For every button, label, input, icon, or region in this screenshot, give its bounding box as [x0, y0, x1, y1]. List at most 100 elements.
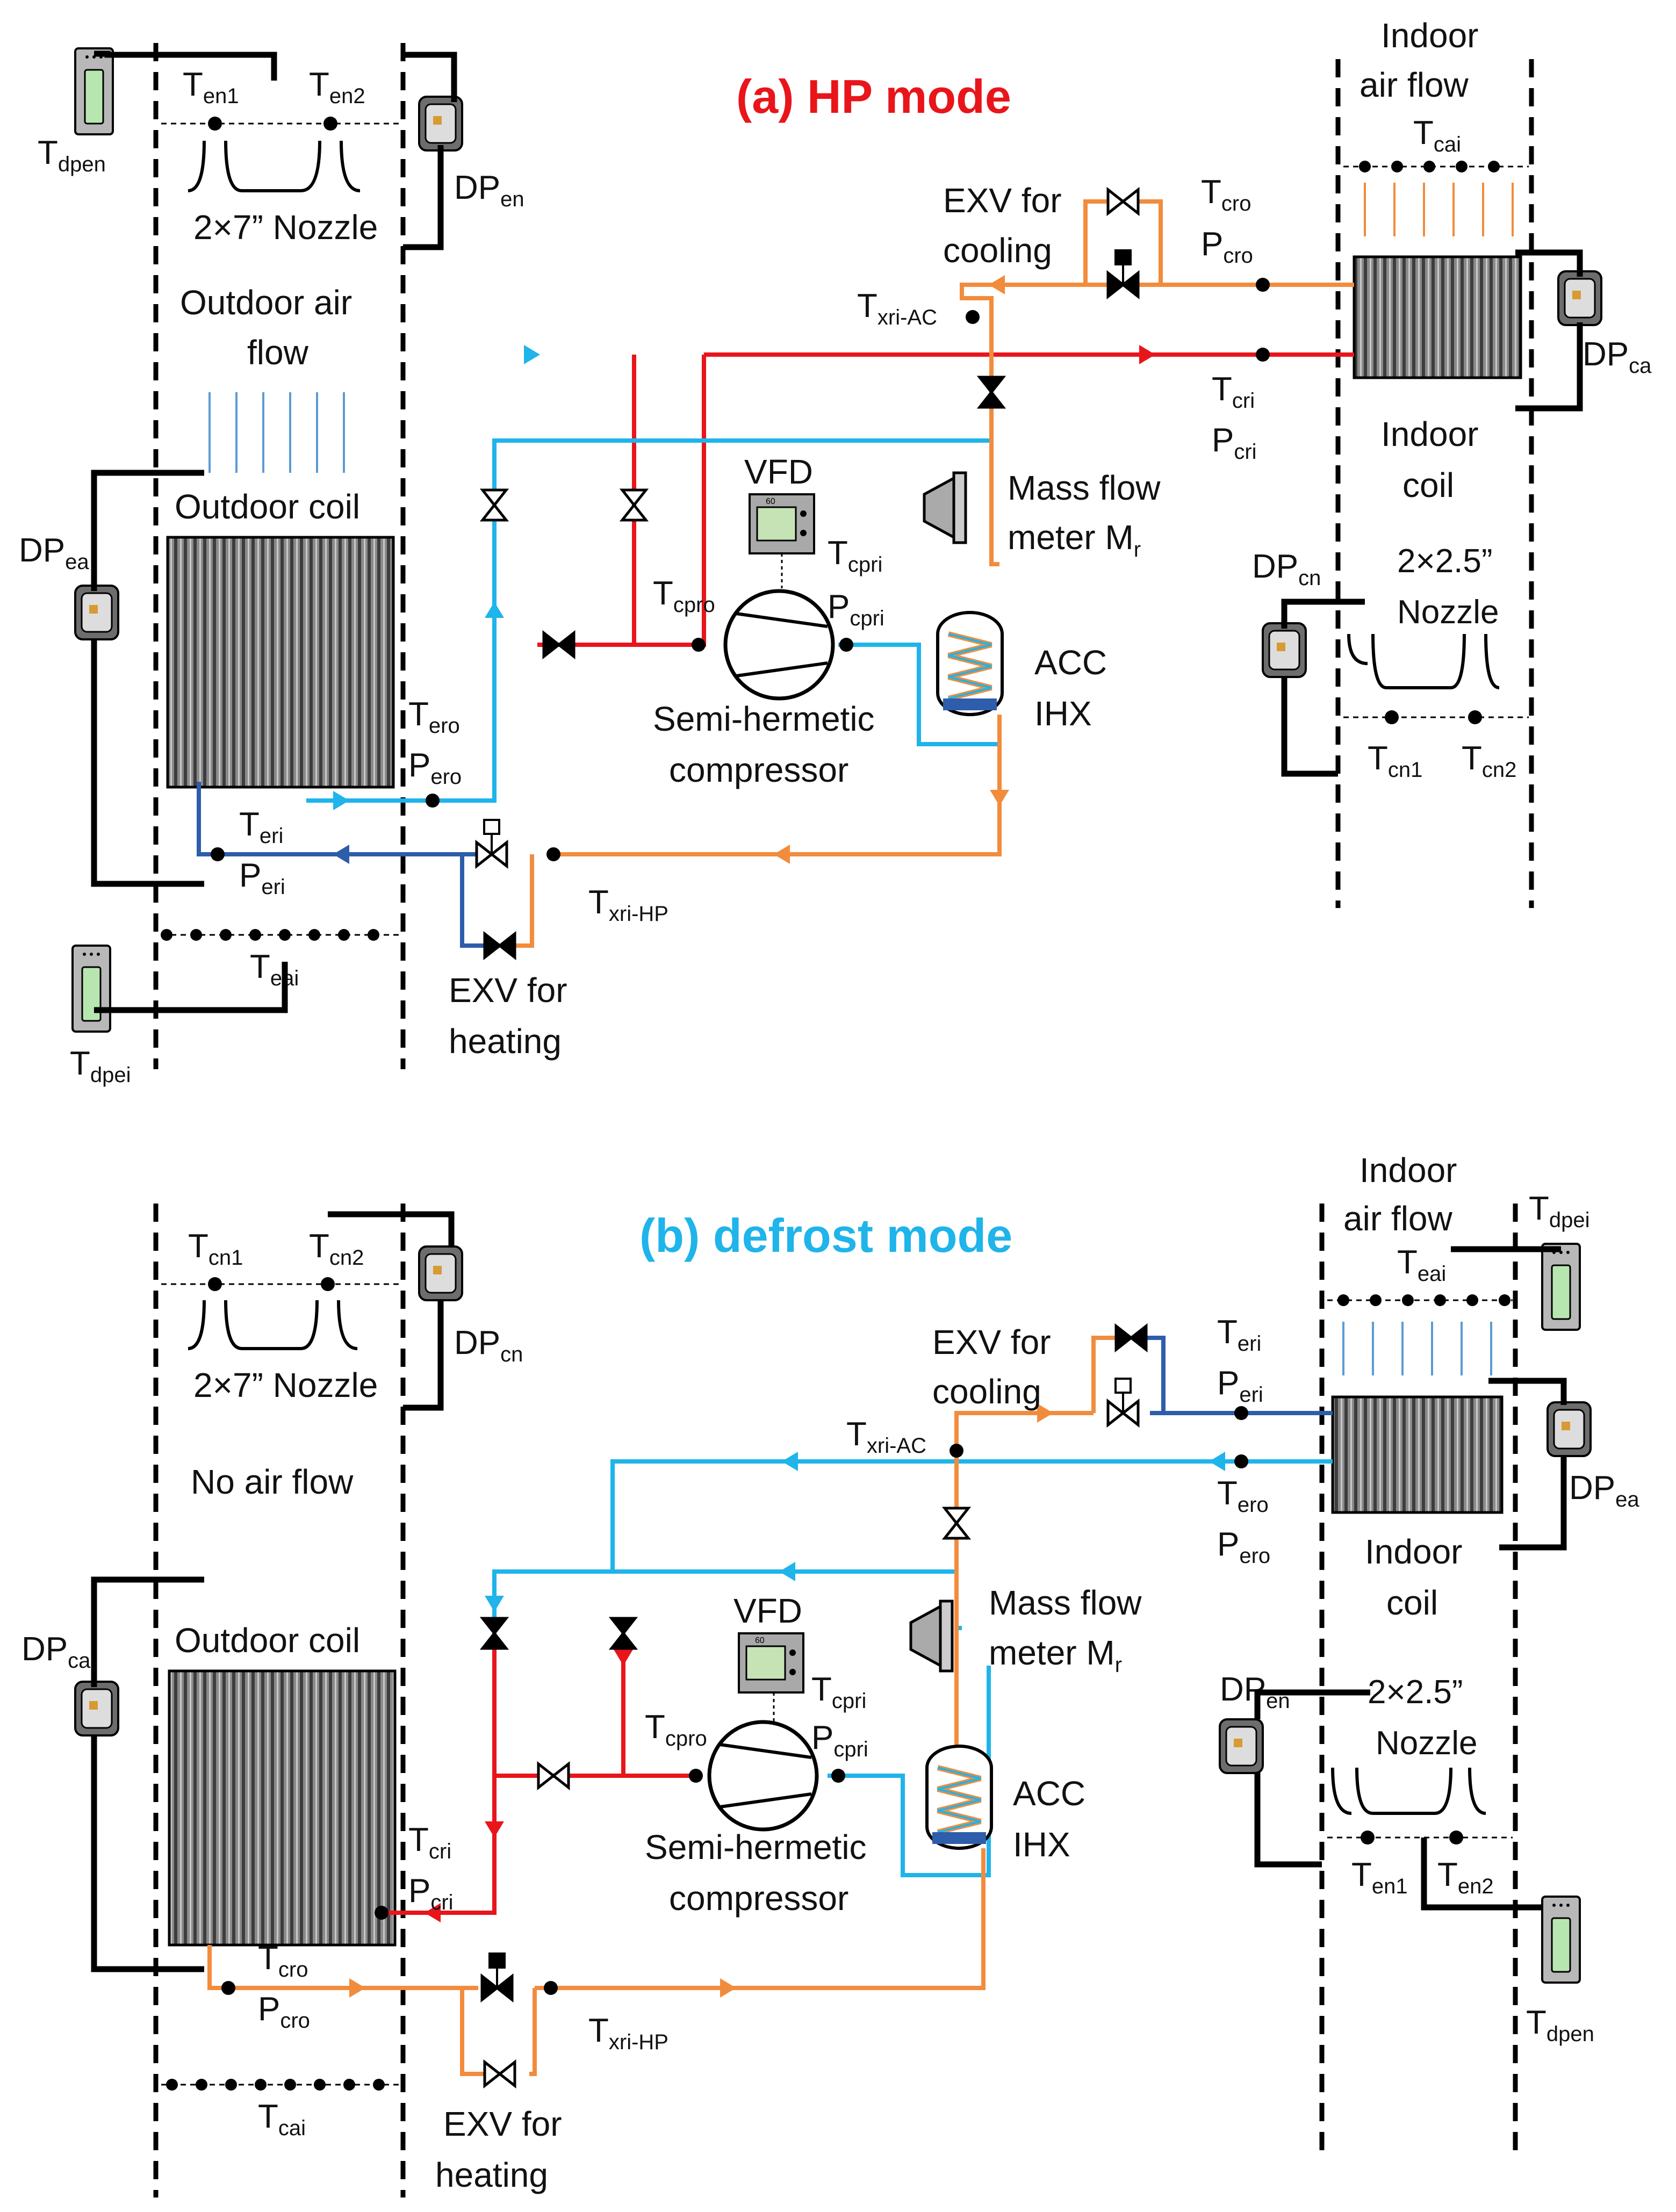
- label-dp-ca: DPca: [1583, 336, 1652, 378]
- label-t-cpri-b: Tcpri: [811, 1671, 866, 1713]
- outdoor-air-flow-line1: Outdoor air: [180, 283, 352, 322]
- exv-heating-b-line1: EXV for: [443, 2105, 562, 2143]
- wire-dp-ea: [91, 470, 204, 887]
- exv-cooling-label-line1: EXV for: [943, 181, 1062, 220]
- compressor-b-line2: compressor: [669, 1879, 848, 1918]
- label-t-en1: Ten1: [183, 66, 239, 108]
- valve-b-discharge: [538, 1764, 569, 1788]
- indoor-nozzle-b-line2: Nozzle: [1376, 1725, 1478, 1762]
- compressor-a: [725, 591, 833, 698]
- valve-a-heating-bypass: [485, 934, 515, 957]
- exv-b-cooling: [1108, 1379, 1138, 1425]
- label-dp-ea: DPea: [19, 532, 89, 574]
- label-t-cn2-b: Tcn2: [309, 1228, 364, 1270]
- wire-dpen-b: [1421, 1838, 1558, 1911]
- exv-cooling-b-line2: cooling: [932, 1372, 1041, 1411]
- sensor-points-b: [221, 1406, 1248, 1995]
- vfd-b: [738, 1632, 804, 1694]
- exv-heating-label-line2: heating: [449, 1022, 562, 1061]
- valve-a-suction-left: [483, 490, 506, 520]
- valve-a-suction-right: [622, 490, 646, 520]
- label-dp-en: DPen: [454, 169, 524, 211]
- outdoor-coil-label-b: Outdoor coil: [175, 1621, 360, 1660]
- valve-a-discharge: [544, 633, 574, 657]
- compressor-label-line2: compressor: [669, 751, 848, 789]
- vfd-a: [749, 493, 815, 554]
- acc-b-line1: ACC: [1013, 1774, 1085, 1813]
- indoor-air-flow-line2: air flow: [1359, 66, 1469, 104]
- indoor-inlet-temp-points-b: [1337, 1294, 1510, 1306]
- label-t-en2-b: Ten2: [1437, 1856, 1494, 1898]
- nozzle-shape: [188, 140, 361, 192]
- label-t-eai-b: Teai: [1397, 1244, 1446, 1286]
- valve-b-left: [483, 1618, 506, 1648]
- outdoor-coil-label: Outdoor coil: [175, 487, 360, 526]
- indoor-air-flow-b-line2: air flow: [1343, 1199, 1453, 1238]
- dewpoint-meter-ei: [71, 945, 111, 1033]
- label-p-cri-b: Pcri: [408, 1872, 454, 1914]
- acc-b-line2: IHX: [1013, 1825, 1070, 1864]
- label-t-ero-b: Tero: [1217, 1475, 1269, 1517]
- valve-b-heating-bypass: [485, 2062, 515, 2086]
- label-t-dpei-b: Tdpei: [1529, 1190, 1590, 1232]
- label-t-eri: Teri: [239, 806, 283, 848]
- no-air-flow-label: No air flow: [191, 1462, 354, 1501]
- dp-gauge-ea: [74, 585, 119, 640]
- nozzle-shape-b: [188, 1300, 358, 1350]
- outdoor-air-flow-line2: flow: [247, 333, 309, 372]
- dp-gauge-cn: [1262, 622, 1307, 678]
- label-t-eri-b: Teri: [1217, 1314, 1261, 1356]
- mass-flow-label-line1: Mass flow: [1008, 469, 1161, 507]
- label-t-cai: Tcai: [1413, 114, 1461, 156]
- mass-flow-b-line2: meter Mr: [989, 1633, 1122, 1677]
- exv-a-cooling: [1108, 250, 1138, 297]
- label-p-ero-b: Pero: [1217, 1526, 1270, 1568]
- exv-a-heating: [477, 820, 507, 866]
- indoor-nozzle-line2: Nozzle: [1397, 594, 1499, 631]
- valve-b-right: [612, 1618, 635, 1648]
- label-t-cri-b: Tcri: [408, 1821, 451, 1863]
- label-t-dpei: Tdpei: [70, 1045, 131, 1087]
- wire-dp-en-b: [1254, 1689, 1370, 1868]
- label-p-ero: Pero: [408, 747, 462, 789]
- label-t-ero: Tero: [408, 696, 460, 738]
- dp-gauge-ea-b: [1546, 1401, 1592, 1457]
- outdoor-coil: [166, 536, 395, 789]
- label-t-cpro: Tcpro: [653, 575, 715, 617]
- indoor-coil-b-line1: Indoor: [1365, 1532, 1462, 1571]
- indoor-nozzle-line1: 2×2.5”: [1397, 543, 1493, 580]
- pipe-b-hot-left: [376, 1633, 497, 1915]
- label-t-cn1: Tcn1: [1368, 740, 1422, 782]
- label-dp-cn: DPcn: [1252, 548, 1321, 590]
- exv-cooling-b-line1: EXV for: [932, 1323, 1051, 1361]
- wire-dp-cn: [1281, 599, 1365, 777]
- sensor-points-a: [211, 278, 1270, 861]
- exv-b-heating: [482, 1954, 512, 2000]
- dewpoint-meter-en-b: [1541, 1896, 1581, 1984]
- wire-dp-ea-b: [1488, 1378, 1567, 1551]
- label-t-xri-hp: Txri-HP: [588, 884, 668, 926]
- label-t-dpen: Tdpen: [38, 134, 106, 176]
- acc-label-line2: IHX: [1034, 694, 1092, 733]
- dp-gauge-en: [418, 96, 463, 152]
- indoor-air-arrows-b: [1342, 1322, 1492, 1375]
- indoor-nozzle-b-line1: 2×2.5”: [1368, 1674, 1463, 1711]
- mass-flow-meter-a: [924, 473, 966, 543]
- pipe-a-liquid: [553, 715, 1002, 856]
- panel-b-defrost-mode: (b) defrost mode DPcn Tcn1 Tcn2 2×7” Noz…: [21, 1151, 1639, 2197]
- nozzle-label-b: 2×7” Nozzle: [193, 1366, 378, 1404]
- panel-b-title: (b) defrost mode: [639, 1209, 1012, 1262]
- accumulator-ihx-b: [927, 1746, 991, 1848]
- label-t-xri-ac-b: Txri-AC: [846, 1416, 926, 1458]
- dp-gauge-cn-b: [418, 1245, 463, 1301]
- exv-heating-b-line2: heating: [435, 2156, 548, 2194]
- pipe-a-exv-bypass: [460, 854, 500, 948]
- indoor-coil-b-line2: coil: [1386, 1583, 1438, 1622]
- wire-dp-ca-b: [91, 1576, 204, 1972]
- nozzle-label: 2×7” Nozzle: [193, 208, 378, 247]
- label-t-eai: Teai: [250, 948, 299, 990]
- outdoor-coil-b: [168, 1669, 397, 1947]
- indoor-inlet-temp-points: [1359, 161, 1500, 172]
- label-t-cri: Tcri: [1212, 371, 1255, 413]
